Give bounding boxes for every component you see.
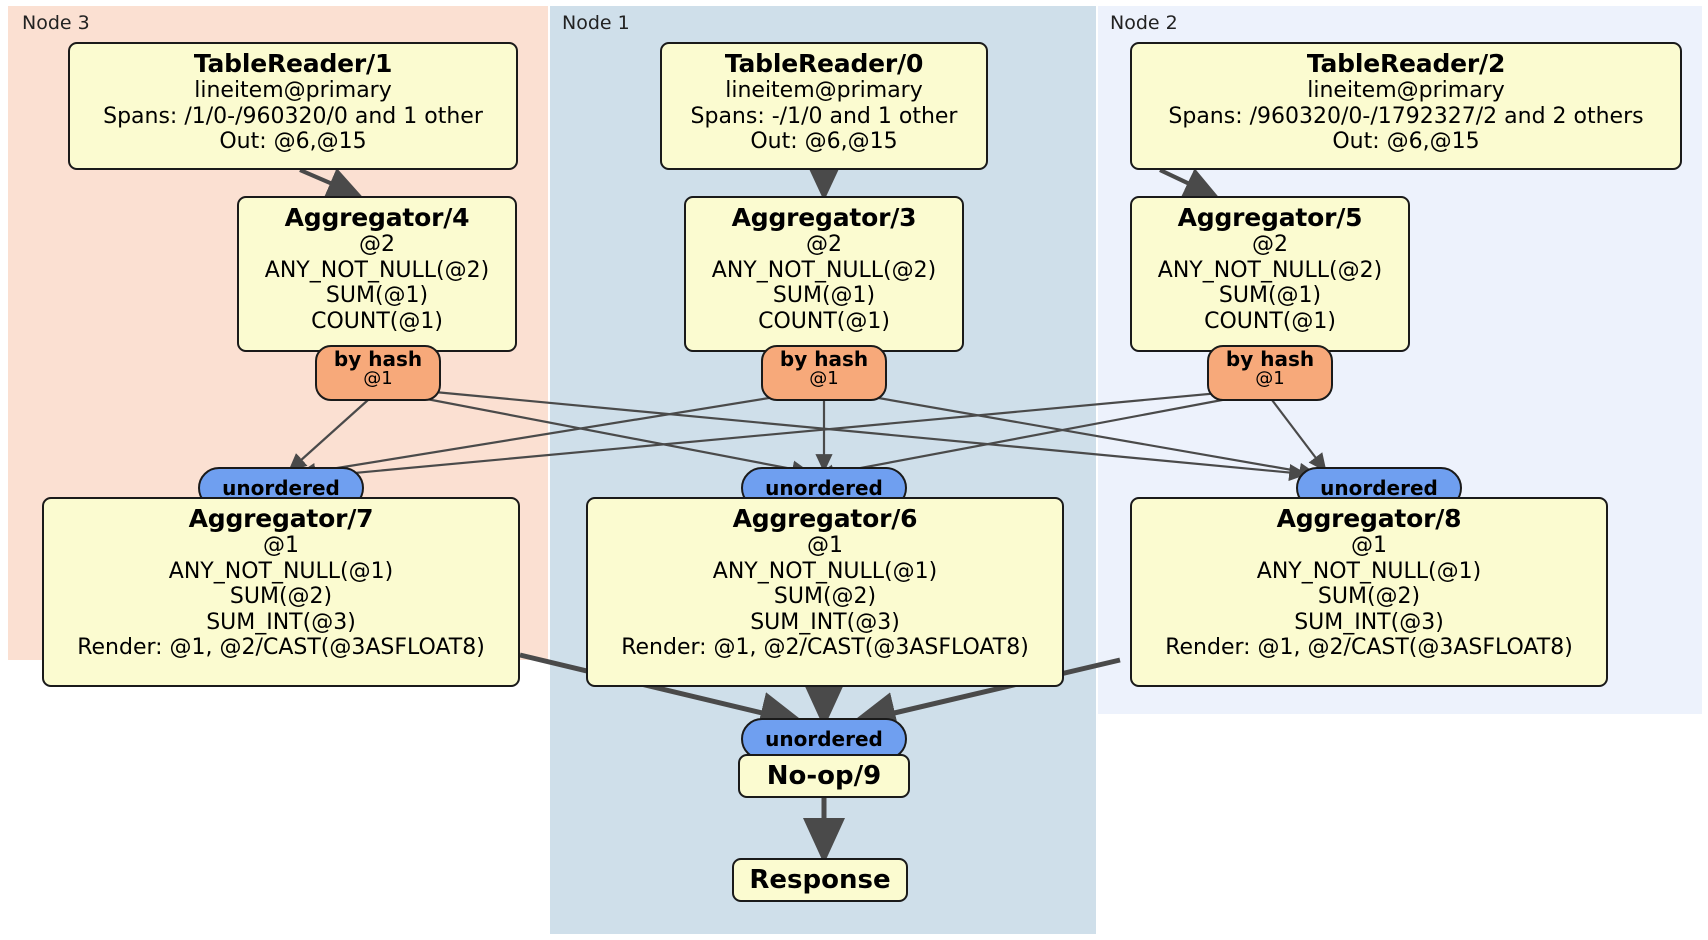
processor-title: TableReader/0: [724, 49, 924, 78]
processor-line: ANY_NOT_NULL(@2): [1157, 257, 1383, 283]
processor-line: Render: @1, @2/CAST(@3ASFLOAT8): [1165, 635, 1573, 661]
processor-title: Aggregator/6: [732, 504, 918, 533]
processor-line: ANY_NOT_NULL(@1): [712, 558, 938, 584]
processor-line: SUM(@1): [772, 283, 876, 309]
processor-table-reader-0[interactable]: TableReader/0 lineitem@primary Spans: -/…: [660, 42, 988, 170]
processor-line: Render: @1, @2/CAST(@3ASFLOAT8): [77, 635, 485, 661]
processor-title: Aggregator/3: [731, 203, 917, 232]
processor-line: Out: @6,@15: [1332, 129, 1480, 155]
processor-line: lineitem@primary: [194, 78, 392, 103]
processor-line: Spans: /1/0-/960320/0 and 1 other: [103, 103, 483, 129]
processor-line: Out: @6,@15: [750, 129, 898, 155]
processor-line: SUM(@1): [1218, 283, 1322, 309]
processor-line: Spans: -/1/0 and 1 other: [690, 103, 958, 129]
processor-line: lineitem@primary: [725, 78, 923, 103]
processor-line: @2: [1252, 232, 1288, 257]
processor-aggregator-7[interactable]: Aggregator/7 @1 ANY_NOT_NULL(@1) SUM(@2)…: [42, 497, 520, 687]
processor-aggregator-4[interactable]: Aggregator/4 @2 ANY_NOT_NULL(@2) SUM(@1)…: [237, 196, 517, 352]
processor-line: ANY_NOT_NULL(@2): [711, 257, 937, 283]
processor-line: SUM(@2): [229, 584, 333, 610]
processor-line: SUM(@1): [325, 283, 429, 309]
processor-aggregator-3[interactable]: Aggregator/3 @2 ANY_NOT_NULL(@2) SUM(@1)…: [684, 196, 964, 352]
processor-line: ANY_NOT_NULL(@1): [1256, 558, 1482, 584]
processor-line: COUNT(@1): [758, 308, 890, 334]
router-type-label: by hash: [333, 347, 423, 371]
router-by-hash-mid[interactable]: by hash @1: [761, 345, 887, 401]
processor-line: SUM_INT(@3): [206, 609, 356, 635]
processor-line: @1: [807, 533, 843, 558]
processor-line: SUM(@2): [773, 584, 877, 610]
router-unordered-final[interactable]: unordered: [741, 718, 907, 760]
processor-line: ANY_NOT_NULL(@1): [168, 558, 394, 584]
processor-line: SUM_INT(@3): [1294, 609, 1444, 635]
processor-line: Spans: /960320/0-/1792327/2 and 2 others: [1168, 103, 1644, 129]
processor-response[interactable]: Response: [732, 858, 908, 902]
router-column-label: @1: [1255, 368, 1285, 389]
processor-line: @1: [1351, 533, 1387, 558]
processor-line: SUM(@2): [1317, 584, 1421, 610]
node-panel-label-node2: Node 2: [1110, 12, 1178, 34]
processor-title: TableReader/1: [193, 49, 393, 78]
processor-line: Out: @6,@15: [219, 129, 367, 155]
processor-line: ANY_NOT_NULL(@2): [264, 257, 490, 283]
processor-title: TableReader/2: [1306, 49, 1506, 78]
processor-line: COUNT(@1): [311, 308, 443, 334]
router-by-hash-right[interactable]: by hash @1: [1207, 345, 1333, 401]
processor-line: @2: [359, 232, 395, 257]
router-type-label: by hash: [1225, 347, 1315, 371]
node-panel-label-node3: Node 3: [22, 12, 90, 34]
processor-line: Render: @1, @2/CAST(@3ASFLOAT8): [621, 635, 1029, 661]
router-column-label: @1: [809, 368, 839, 389]
router-column-label: @1: [363, 368, 393, 389]
processor-line: lineitem@primary: [1307, 78, 1505, 103]
processor-title: Aggregator/8: [1276, 504, 1462, 533]
router-by-hash-left[interactable]: by hash @1: [315, 345, 441, 401]
processor-title: Aggregator/4: [284, 203, 470, 232]
processor-line: @2: [806, 232, 842, 257]
processor-table-reader-1[interactable]: TableReader/1 lineitem@primary Spans: /1…: [68, 42, 518, 170]
processor-no-op-9[interactable]: No-op/9: [738, 754, 910, 798]
processor-aggregator-5[interactable]: Aggregator/5 @2 ANY_NOT_NULL(@2) SUM(@1)…: [1130, 196, 1410, 352]
processor-line: SUM_INT(@3): [750, 609, 900, 635]
processor-title: Aggregator/5: [1177, 203, 1363, 232]
router-type-label: by hash: [779, 347, 869, 371]
processor-aggregator-8[interactable]: Aggregator/8 @1 ANY_NOT_NULL(@1) SUM(@2)…: [1130, 497, 1608, 687]
processor-line: COUNT(@1): [1204, 308, 1336, 334]
processor-aggregator-6[interactable]: Aggregator/6 @1 ANY_NOT_NULL(@1) SUM(@2)…: [586, 497, 1064, 687]
processor-table-reader-2[interactable]: TableReader/2 lineitem@primary Spans: /9…: [1130, 42, 1682, 170]
node-panel-label-node1: Node 1: [562, 12, 630, 34]
processor-line: @1: [263, 533, 299, 558]
processor-title: Aggregator/7: [188, 504, 374, 533]
